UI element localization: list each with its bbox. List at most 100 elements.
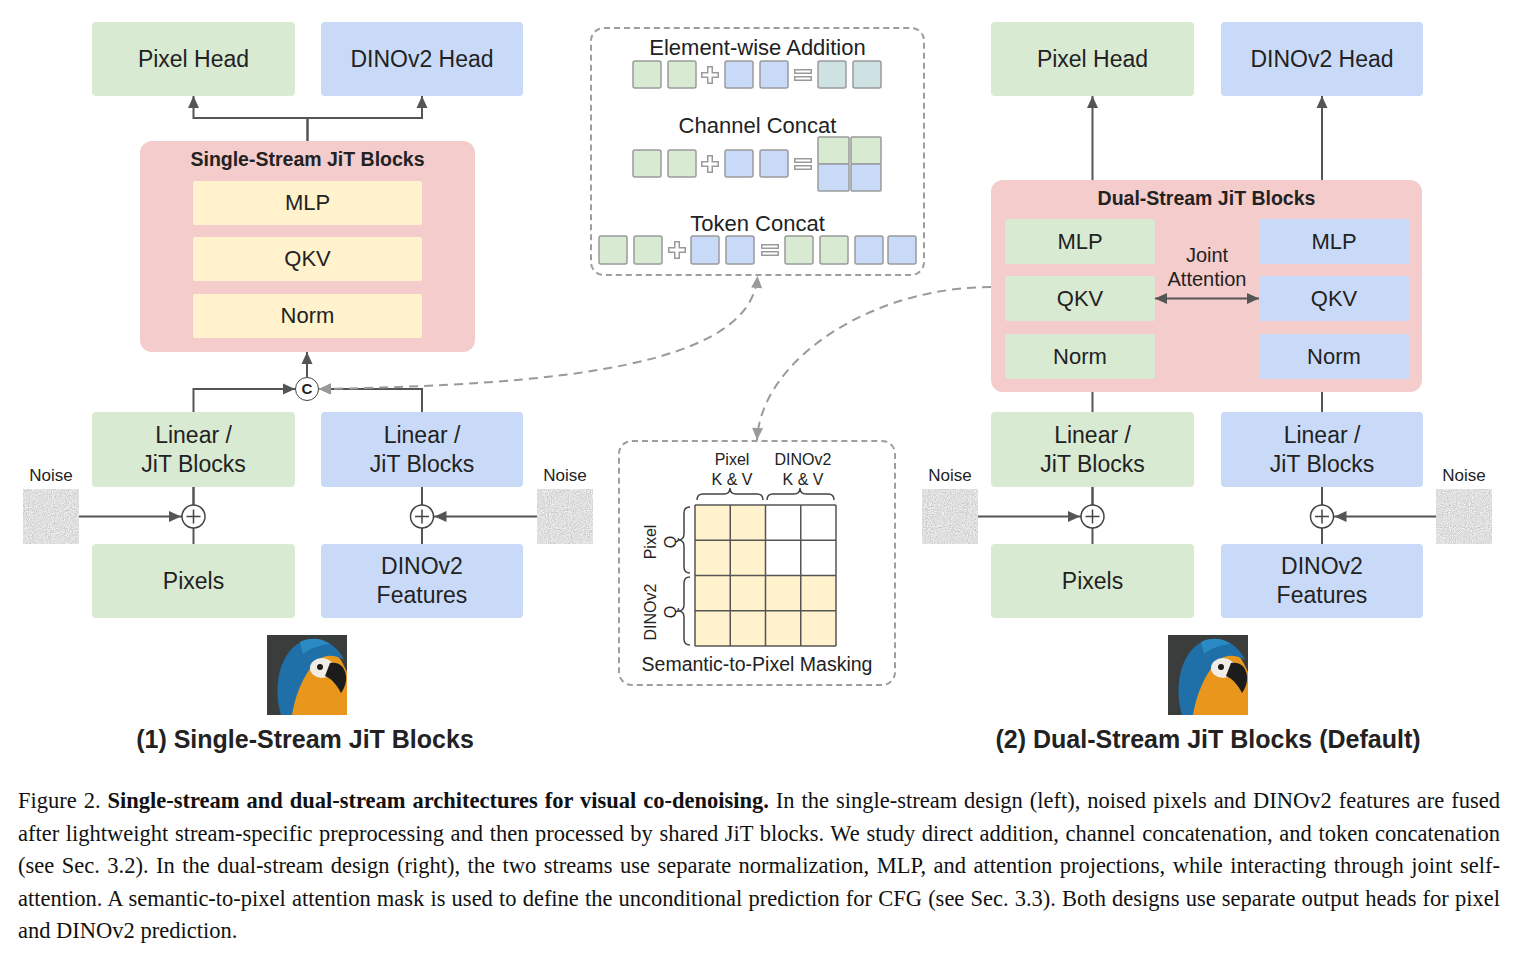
token-squares bbox=[888, 236, 916, 264]
sum-symbols bbox=[182, 505, 205, 528]
noise-texture bbox=[537, 489, 593, 544]
connector bbox=[308, 96, 428, 141]
connector-line bbox=[1322, 487, 1436, 517]
connector bbox=[422, 487, 423, 544]
sum-symbols bbox=[182, 505, 1334, 528]
noise-image: Noise bbox=[537, 489, 593, 544]
layer-box: QKV bbox=[1005, 276, 1155, 321]
node-text: Noise bbox=[543, 465, 586, 486]
input-box: Pixels bbox=[991, 544, 1194, 618]
arrow-head bbox=[169, 511, 181, 522]
node-text: DINOv2 Q bbox=[641, 580, 681, 644]
node-text: Linear / JiT Blocks bbox=[367, 421, 477, 479]
layer-box: QKV bbox=[193, 237, 422, 281]
connector bbox=[194, 384, 296, 413]
node-text: Linear / JiT Blocks bbox=[1038, 421, 1148, 479]
connector-line bbox=[757, 287, 991, 440]
noise-image: Noise bbox=[1436, 489, 1492, 544]
node-text: Semantic-to-Pixel Masking bbox=[620, 652, 894, 676]
layer-box: MLP bbox=[1259, 219, 1409, 264]
mask-grid bbox=[695, 505, 836, 646]
node-text: Noise bbox=[1442, 465, 1485, 486]
token-squares bbox=[633, 150, 661, 177]
connector bbox=[1317, 96, 1328, 180]
node-text: Pixel K & V bbox=[709, 450, 755, 490]
noise-texture bbox=[23, 489, 1492, 544]
token-squares bbox=[818, 61, 846, 88]
node-text: Element-wise Addition bbox=[592, 34, 923, 62]
token-squares bbox=[599, 236, 627, 264]
caption-part: Single-stream and dual-stream architectu… bbox=[108, 788, 769, 813]
token-squares bbox=[818, 137, 849, 164]
connector-line bbox=[421, 487, 423, 544]
connector bbox=[302, 352, 313, 377]
node-text: Dual-Stream JiT Blocks bbox=[991, 186, 1422, 210]
connector-line bbox=[1092, 392, 1094, 412]
node-text: DINOv2 Features bbox=[1267, 552, 1377, 610]
connector bbox=[1322, 487, 1323, 544]
node-text: C bbox=[302, 380, 313, 399]
node-text: Pixel Head bbox=[1037, 45, 1148, 74]
token-squares bbox=[818, 164, 849, 191]
parrot-image bbox=[278, 639, 344, 715]
parrot-image bbox=[267, 635, 347, 715]
token-squares bbox=[853, 61, 881, 88]
node-text: Linear / JiT Blocks bbox=[139, 421, 249, 479]
operator-glyphs bbox=[794, 72, 812, 79]
node-text: MLP bbox=[1311, 228, 1356, 256]
connector-line bbox=[1321, 487, 1323, 544]
node-text: Token Concat bbox=[592, 210, 923, 238]
token-squares bbox=[760, 150, 788, 177]
block-group: Single-Stream JiT BlocksMLPQKVNorm bbox=[140, 141, 475, 352]
token-squares bbox=[668, 150, 696, 177]
connector bbox=[1322, 487, 1436, 522]
arrow-head bbox=[1068, 511, 1080, 522]
arrow-head bbox=[302, 352, 313, 364]
layer-box: Norm bbox=[1259, 334, 1409, 379]
head-box: DINOv2 Head bbox=[321, 22, 523, 96]
noise-texture bbox=[23, 489, 79, 544]
connector-line bbox=[319, 389, 422, 412]
layer-box: Norm bbox=[193, 294, 422, 338]
arrow-head bbox=[1335, 511, 1347, 522]
connector-line bbox=[306, 352, 308, 377]
noise-texture bbox=[922, 489, 978, 544]
node-text: Pixels bbox=[1062, 567, 1123, 596]
token-squares bbox=[851, 164, 881, 191]
node-text: Linear / JiT Blocks bbox=[1267, 421, 1377, 479]
mask-grid bbox=[695, 576, 836, 647]
node-text: QKV bbox=[1057, 285, 1103, 313]
connector-line bbox=[194, 389, 296, 412]
noise-image: Noise bbox=[23, 489, 79, 544]
operator-glyphs bbox=[794, 161, 812, 168]
token-squares bbox=[634, 236, 662, 264]
connector-line bbox=[1092, 487, 1094, 544]
parrot-image bbox=[317, 664, 323, 670]
connector bbox=[422, 487, 537, 522]
connector bbox=[1092, 392, 1093, 412]
layer-box: Norm bbox=[1005, 334, 1155, 379]
operator-glyphs bbox=[701, 66, 719, 84]
node-text: DINOv2 Head bbox=[350, 45, 493, 74]
brace bbox=[678, 577, 690, 645]
arrow-head bbox=[417, 96, 428, 108]
node-text: Pixel Q bbox=[641, 519, 681, 565]
sum-symbols bbox=[1081, 505, 1104, 528]
connector-line bbox=[193, 487, 195, 544]
node-text: Pixel Head bbox=[138, 45, 249, 74]
node-text: QKV bbox=[1311, 285, 1357, 313]
node-text: Channel Concat bbox=[592, 112, 923, 140]
brace bbox=[678, 507, 690, 573]
token-squares bbox=[851, 137, 881, 164]
head-box: DINOv2 Head bbox=[1221, 22, 1423, 96]
arrow-head bbox=[319, 383, 331, 394]
connector bbox=[978, 487, 1093, 522]
connector-line bbox=[1092, 96, 1094, 180]
arrow-head bbox=[319, 384, 331, 395]
mask-grid bbox=[695, 505, 836, 646]
connector bbox=[193, 487, 194, 544]
node-text: Noise bbox=[29, 465, 72, 486]
sum-symbols bbox=[411, 505, 434, 528]
connector bbox=[319, 384, 422, 413]
arrow-head bbox=[435, 511, 447, 522]
